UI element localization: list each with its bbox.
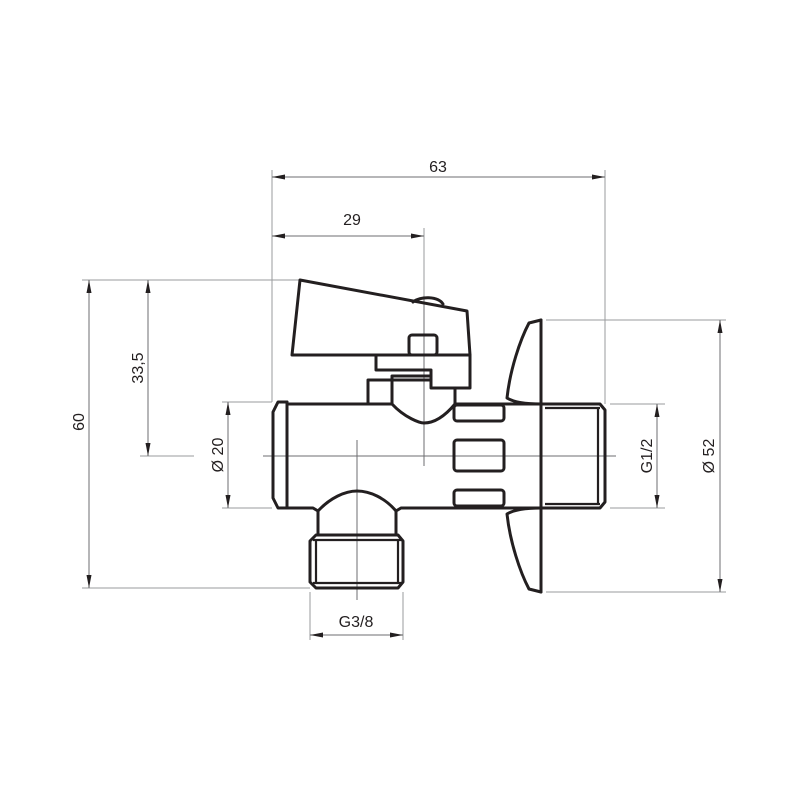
dimension-dia-52 [717, 320, 723, 592]
label-g3-8: G3/8 [339, 614, 374, 631]
label-33-5: 33,5 [130, 352, 147, 383]
label-60: 60 [71, 413, 88, 431]
dimension-29 [272, 233, 424, 239]
label-dia-52: Ø 52 [701, 439, 718, 474]
dimension-g1-2 [654, 404, 660, 508]
lever-handle [290, 278, 472, 406]
dimension-60 [86, 280, 92, 588]
label-g1-2: G1/2 [639, 439, 656, 474]
label-29: 29 [343, 212, 361, 229]
inlet-thread [539, 402, 607, 510]
dimension-dia-20 [225, 402, 231, 508]
extension-lines [82, 170, 726, 640]
label-63: 63 [429, 159, 447, 176]
outlet-thread [308, 509, 405, 590]
dimension-33-5 [145, 280, 151, 456]
valve-body [271, 318, 543, 594]
rosette [505, 318, 543, 594]
dimension-g3-8 [310, 632, 403, 638]
center-lines [263, 298, 616, 600]
label-dia-20: Ø 20 [210, 438, 227, 473]
dimension-63 [272, 174, 605, 180]
